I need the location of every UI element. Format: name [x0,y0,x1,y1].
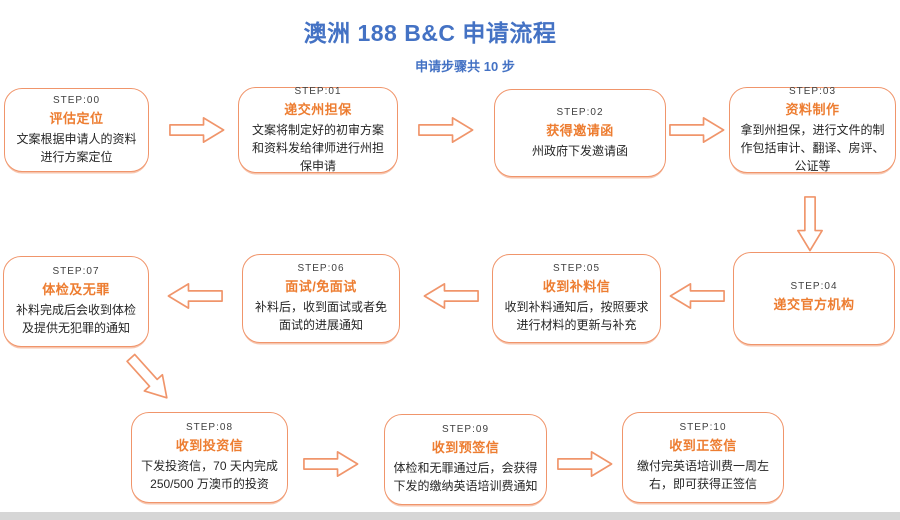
flow-arrow-left-icon [423,283,479,309]
step-number: STEP:09 [441,424,490,435]
step-description: 补料后，收到面试或者免面试的进展通知 [254,300,387,332]
step-title: 体检及无罪 [42,282,110,297]
step-title: 递交官方机构 [773,297,855,312]
flow-arrow-right-icon [303,451,359,477]
bottom-scrollbar-track [0,512,900,520]
step-title: 评估定位 [49,110,104,126]
step-title: 收到补料信 [542,279,611,294]
step-title: 获得邀请函 [546,122,614,138]
step-box-05: STEP:05 收到补料信 收到补料通知后，按照要求进行材料的更新与补充 [492,254,661,343]
flow-arrow-right-icon [669,117,725,143]
step-box-06: STEP:06 面试/免面试 补料后，收到面试或者免面试的进展通知 [242,254,400,343]
flow-arrow-right-icon [418,117,474,143]
flow-arrow-left-icon [669,283,725,309]
step-description: 文案将制定好的初审方案和资料发给律师进行州担保申请 [251,122,384,173]
step-title: 收到正签信 [669,438,737,453]
flow-arrow-left-icon [167,283,223,309]
step-number: STEP:02 [556,106,604,118]
step-number: STEP:06 [297,263,345,274]
page-subtitle: 申请步骤共 10 步 [415,59,515,74]
step-box-04: STEP:04 递交官方机构 [733,252,895,345]
step-number: STEP:01 [294,85,342,97]
flow-arrow-right-icon [169,117,225,143]
step-number: STEP:04 [790,281,838,292]
step-number: STEP:05 [552,263,601,274]
step-description: 缴付完英语培训费一周左右，即可获得正签信 [636,459,769,491]
step-number: STEP:07 [52,266,100,277]
step-box-03: STEP:03 资料制作 拿到州担保，进行文件的制作包括审计、翻译、房评、公证等 [729,85,896,173]
step-box-10: STEP:10 收到正签信 缴付完英语培训费一周左右，即可获得正签信 [622,412,784,503]
step-box-01: STEP:01 递交州担保 文案将制定好的初审方案和资料发给律师进行州担保申请 [238,85,398,173]
step-description: 体检和无罪通过后，会获得下发的缴纳英语培训费通知 [393,461,538,493]
step-number: STEP:03 [788,85,837,97]
flow-arrow-down-icon [797,196,823,252]
step-box-08: STEP:08 收到投资信 下发投资信，70 天内完成 250/500 万澳币的… [131,412,288,503]
step-number: STEP:00 [52,94,101,106]
step-title: 收到预签信 [431,440,500,455]
step-number: STEP:10 [679,422,727,433]
step-number: STEP:08 [185,422,234,433]
step-box-07: STEP:07 体检及无罪 补料完成后会收到体检及提供无犯罪的通知 [3,256,149,347]
step-description: 补料完成后会收到体检及提供无犯罪的通知 [15,303,136,335]
step-box-09: STEP:09 收到预签信 体检和无罪通过后，会获得下发的缴纳英语培训费通知 [384,414,547,505]
step-box-00: STEP:00 评估定位 文案根据申请人的资料进行方案定位 [4,88,149,172]
step-description: 下发投资信，70 天内完成 250/500 万澳币的投资 [141,459,278,491]
step-description: 收到补料通知后，按照要求进行材料的更新与补充 [504,300,649,332]
step-title: 资料制作 [785,101,840,117]
page-title: 澳洲 188 B&C 申请流程 [303,20,557,46]
step-description: 文案根据申请人的资料进行方案定位 [16,131,137,164]
step-title: 递交州担保 [284,101,352,117]
flow-arrow-diagonal-icon [126,353,168,399]
step-description: 拿到州担保，进行文件的制作包括审计、翻译、房评、公证等 [740,122,885,173]
step-title: 面试/免面试 [285,279,357,294]
step-box-02: STEP:02 获得邀请函 州政府下发邀请函 [494,89,666,177]
step-description: 州政府下发邀请函 [531,143,628,158]
flow-arrow-right-icon [557,451,613,477]
step-title: 收到投资信 [175,438,244,453]
